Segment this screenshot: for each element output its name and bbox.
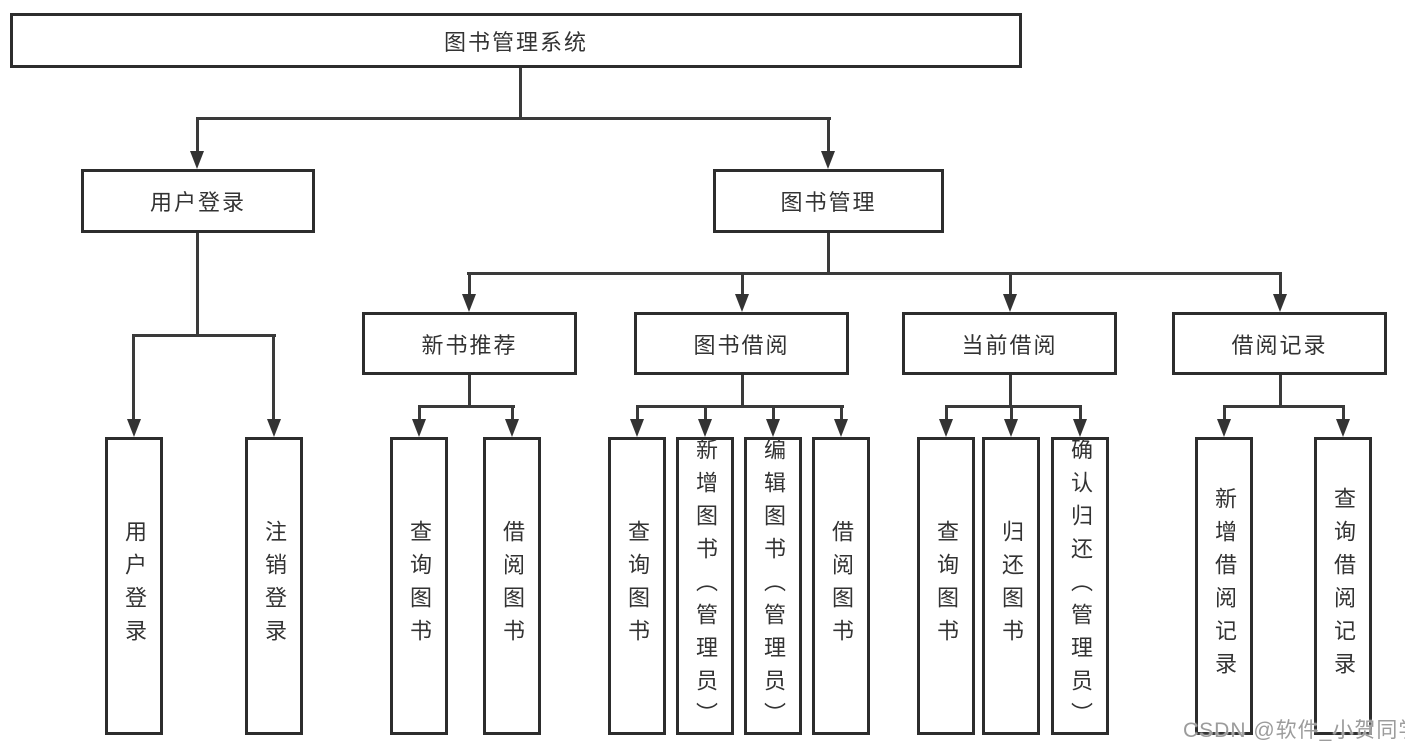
arrowhead-down-icon bbox=[1217, 419, 1231, 437]
node-label: 图书借阅 bbox=[693, 332, 790, 358]
arrowhead-down-icon bbox=[462, 294, 476, 312]
node-label: 编辑图书（管理员） bbox=[761, 437, 786, 735]
node-label: 新增借阅记录 bbox=[1212, 487, 1237, 685]
arrowhead-down-icon bbox=[127, 419, 141, 437]
node-label: 新增图书（管理员） bbox=[693, 437, 718, 735]
node-current-borrowing: 当前借阅 bbox=[902, 312, 1117, 375]
node-leaf-borrow-book-borrowing: 借阅图书 bbox=[812, 437, 870, 735]
connector-line-vertical bbox=[418, 405, 421, 421]
arrowhead-down-icon bbox=[834, 419, 848, 437]
node-borrowing-records: 借阅记录 bbox=[1172, 312, 1387, 375]
connector-line-vertical bbox=[772, 405, 775, 421]
connector-line-vertical bbox=[1279, 375, 1282, 408]
node-leaf-query-borrow-record: 查询借阅记录 bbox=[1314, 437, 1372, 735]
connector-line-vertical bbox=[468, 375, 471, 408]
node-leaf-logout: 注销登录 bbox=[245, 437, 303, 735]
arrowhead-down-icon bbox=[698, 419, 712, 437]
arrowhead-down-icon bbox=[1336, 419, 1350, 437]
connector-line-vertical bbox=[1342, 405, 1345, 421]
watermark: CSDN @软件_小贺同学 bbox=[1183, 719, 1405, 742]
arrowhead-down-icon bbox=[735, 294, 749, 312]
node-leaf-query-book-borrowing: 查询图书 bbox=[608, 437, 666, 735]
connector-line-horizontal bbox=[418, 405, 515, 408]
connector-line-vertical bbox=[1079, 405, 1082, 421]
node-label: 查询借阅记录 bbox=[1331, 487, 1356, 685]
node-label: 查询图书 bbox=[625, 520, 650, 652]
connector-line-horizontal bbox=[196, 117, 831, 120]
arrowhead-down-icon bbox=[267, 419, 281, 437]
node-book-management: 图书管理 bbox=[713, 169, 944, 233]
connector-line-vertical bbox=[704, 405, 707, 421]
connector-line-vertical bbox=[827, 233, 830, 274]
arrowhead-down-icon bbox=[1003, 294, 1017, 312]
arrowhead-down-icon bbox=[1273, 294, 1287, 312]
node-label: 借阅图书 bbox=[500, 520, 525, 652]
node-user-login: 用户登录 bbox=[81, 169, 315, 233]
node-label: 查询图书 bbox=[407, 520, 432, 652]
node-new-book-recommendation: 新书推荐 bbox=[362, 312, 577, 375]
arrowhead-down-icon bbox=[190, 151, 204, 169]
connector-line-horizontal bbox=[467, 272, 1282, 275]
arrowhead-down-icon bbox=[505, 419, 519, 437]
connector-line-vertical bbox=[636, 405, 639, 421]
node-label: 确认归还（管理员） bbox=[1068, 437, 1093, 735]
node-label: 借阅图书 bbox=[829, 520, 854, 652]
connector-line-vertical bbox=[272, 334, 275, 422]
arrowhead-down-icon bbox=[1073, 419, 1087, 437]
connector-line-horizontal bbox=[1223, 405, 1345, 408]
node-label: 查询图书 bbox=[934, 520, 959, 652]
connector-line-vertical bbox=[945, 405, 948, 421]
node-root-library-system: 图书管理系统 bbox=[10, 13, 1022, 68]
connector-line-vertical bbox=[1009, 375, 1012, 408]
node-label: 图书管理系统 bbox=[443, 29, 588, 55]
connector-line-vertical bbox=[468, 272, 471, 297]
node-label: 归还图书 bbox=[999, 520, 1024, 652]
connector-line-vertical bbox=[1223, 405, 1226, 421]
connector-line-vertical bbox=[1010, 405, 1013, 421]
connector-line-vertical bbox=[519, 68, 522, 118]
connector-line-vertical bbox=[840, 405, 843, 421]
connector-line-vertical bbox=[132, 334, 135, 422]
connector-line-horizontal bbox=[133, 334, 276, 337]
arrowhead-down-icon bbox=[939, 419, 953, 437]
node-leaf-query-book-current: 查询图书 bbox=[917, 437, 975, 735]
node-leaf-query-book-recommend: 查询图书 bbox=[390, 437, 448, 735]
connector-line-vertical bbox=[196, 117, 199, 154]
connector-line-vertical bbox=[1009, 272, 1012, 297]
node-leaf-add-book-admin: 新增图书（管理员） bbox=[676, 437, 734, 735]
arrowhead-down-icon bbox=[766, 419, 780, 437]
node-label: 图书管理 bbox=[780, 190, 877, 215]
arrowhead-down-icon bbox=[1004, 419, 1018, 437]
connector-line-vertical bbox=[741, 375, 744, 408]
connector-line-horizontal bbox=[636, 405, 844, 408]
node-leaf-edit-book-admin: 编辑图书（管理员） bbox=[744, 437, 802, 735]
node-leaf-return-book: 归还图书 bbox=[982, 437, 1040, 735]
node-leaf-add-borrow-record: 新增借阅记录 bbox=[1195, 437, 1253, 735]
node-label: 新书推荐 bbox=[421, 332, 518, 358]
node-leaf-confirm-return-admin: 确认归还（管理员） bbox=[1051, 437, 1109, 735]
node-label: 当前借阅 bbox=[961, 332, 1058, 358]
arrowhead-down-icon bbox=[630, 419, 644, 437]
connector-line-vertical bbox=[511, 405, 514, 421]
connector-line-vertical bbox=[1279, 272, 1282, 297]
node-book-borrowing: 图书借阅 bbox=[634, 312, 849, 375]
node-leaf-borrow-book-recommend: 借阅图书 bbox=[483, 437, 541, 735]
connector-line-vertical bbox=[827, 117, 830, 154]
node-label: 用户登录 bbox=[149, 190, 246, 215]
arrowhead-down-icon bbox=[412, 419, 426, 437]
arrowhead-down-icon bbox=[821, 151, 835, 169]
connector-line-vertical bbox=[196, 233, 199, 336]
node-label: 注销登录 bbox=[262, 520, 287, 652]
node-label: 用户登录 bbox=[122, 520, 147, 652]
connector-line-horizontal bbox=[945, 405, 1082, 408]
node-label: 借阅记录 bbox=[1231, 332, 1328, 358]
node-leaf-user-login: 用户登录 bbox=[105, 437, 163, 735]
connector-line-vertical bbox=[741, 272, 744, 297]
